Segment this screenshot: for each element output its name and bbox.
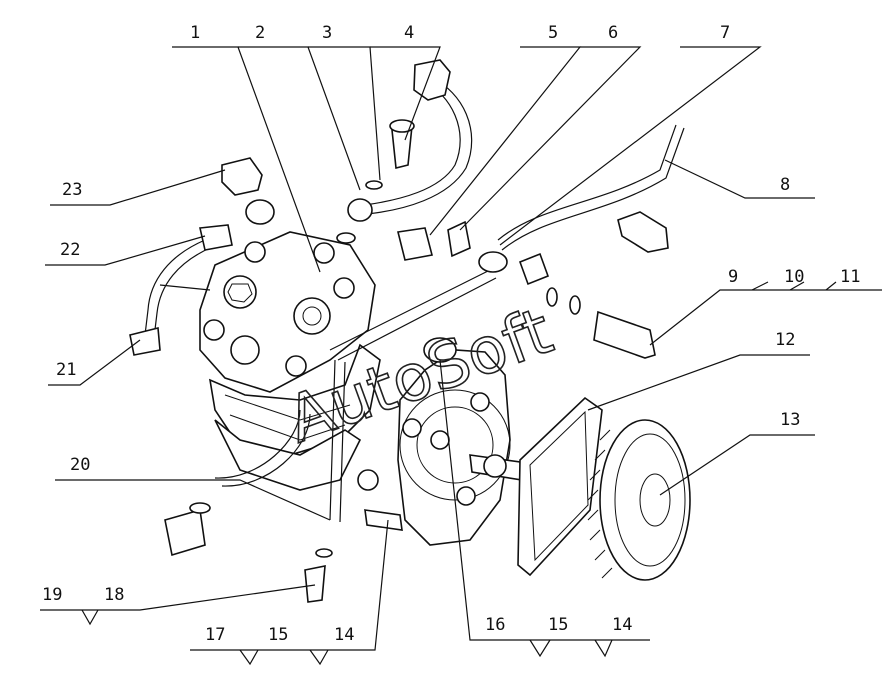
callout-12: 12 — [775, 330, 795, 350]
callout-15a: 15 — [268, 625, 288, 645]
callout-3: 3 — [322, 23, 332, 43]
callout-14b: 14 — [612, 615, 632, 635]
leader-lines — [40, 46, 882, 666]
callout-20: 20 — [70, 455, 90, 475]
callout-11: 11 — [840, 267, 860, 287]
callout-9: 9 — [728, 267, 738, 287]
callout-5: 5 — [548, 23, 558, 43]
callout-16: 16 — [485, 615, 505, 635]
callout-4: 4 — [404, 23, 414, 43]
callout-2: 2 — [255, 23, 265, 43]
callout-labels: 1 2 3 4 5 6 7 8 9 10 11 12 13 16 15 14 1… — [42, 23, 860, 645]
callout-22: 22 — [60, 240, 80, 260]
callout-10: 10 — [784, 267, 804, 287]
callout-19: 19 — [42, 585, 62, 605]
callout-15b: 15 — [548, 615, 568, 635]
callout-7: 7 — [720, 23, 730, 43]
callout-1: 1 — [190, 23, 200, 43]
callout-18: 18 — [104, 585, 124, 605]
callout-14a: 14 — [334, 625, 354, 645]
compressor-assembly — [199, 231, 523, 546]
pipes — [144, 77, 685, 523]
callout-23: 23 — [62, 180, 82, 200]
callout-21: 21 — [56, 360, 76, 380]
callout-8: 8 — [780, 175, 790, 195]
callout-6: 6 — [608, 23, 618, 43]
callout-17: 17 — [205, 625, 225, 645]
small-parts — [129, 59, 691, 603]
callout-13: 13 — [780, 410, 800, 430]
